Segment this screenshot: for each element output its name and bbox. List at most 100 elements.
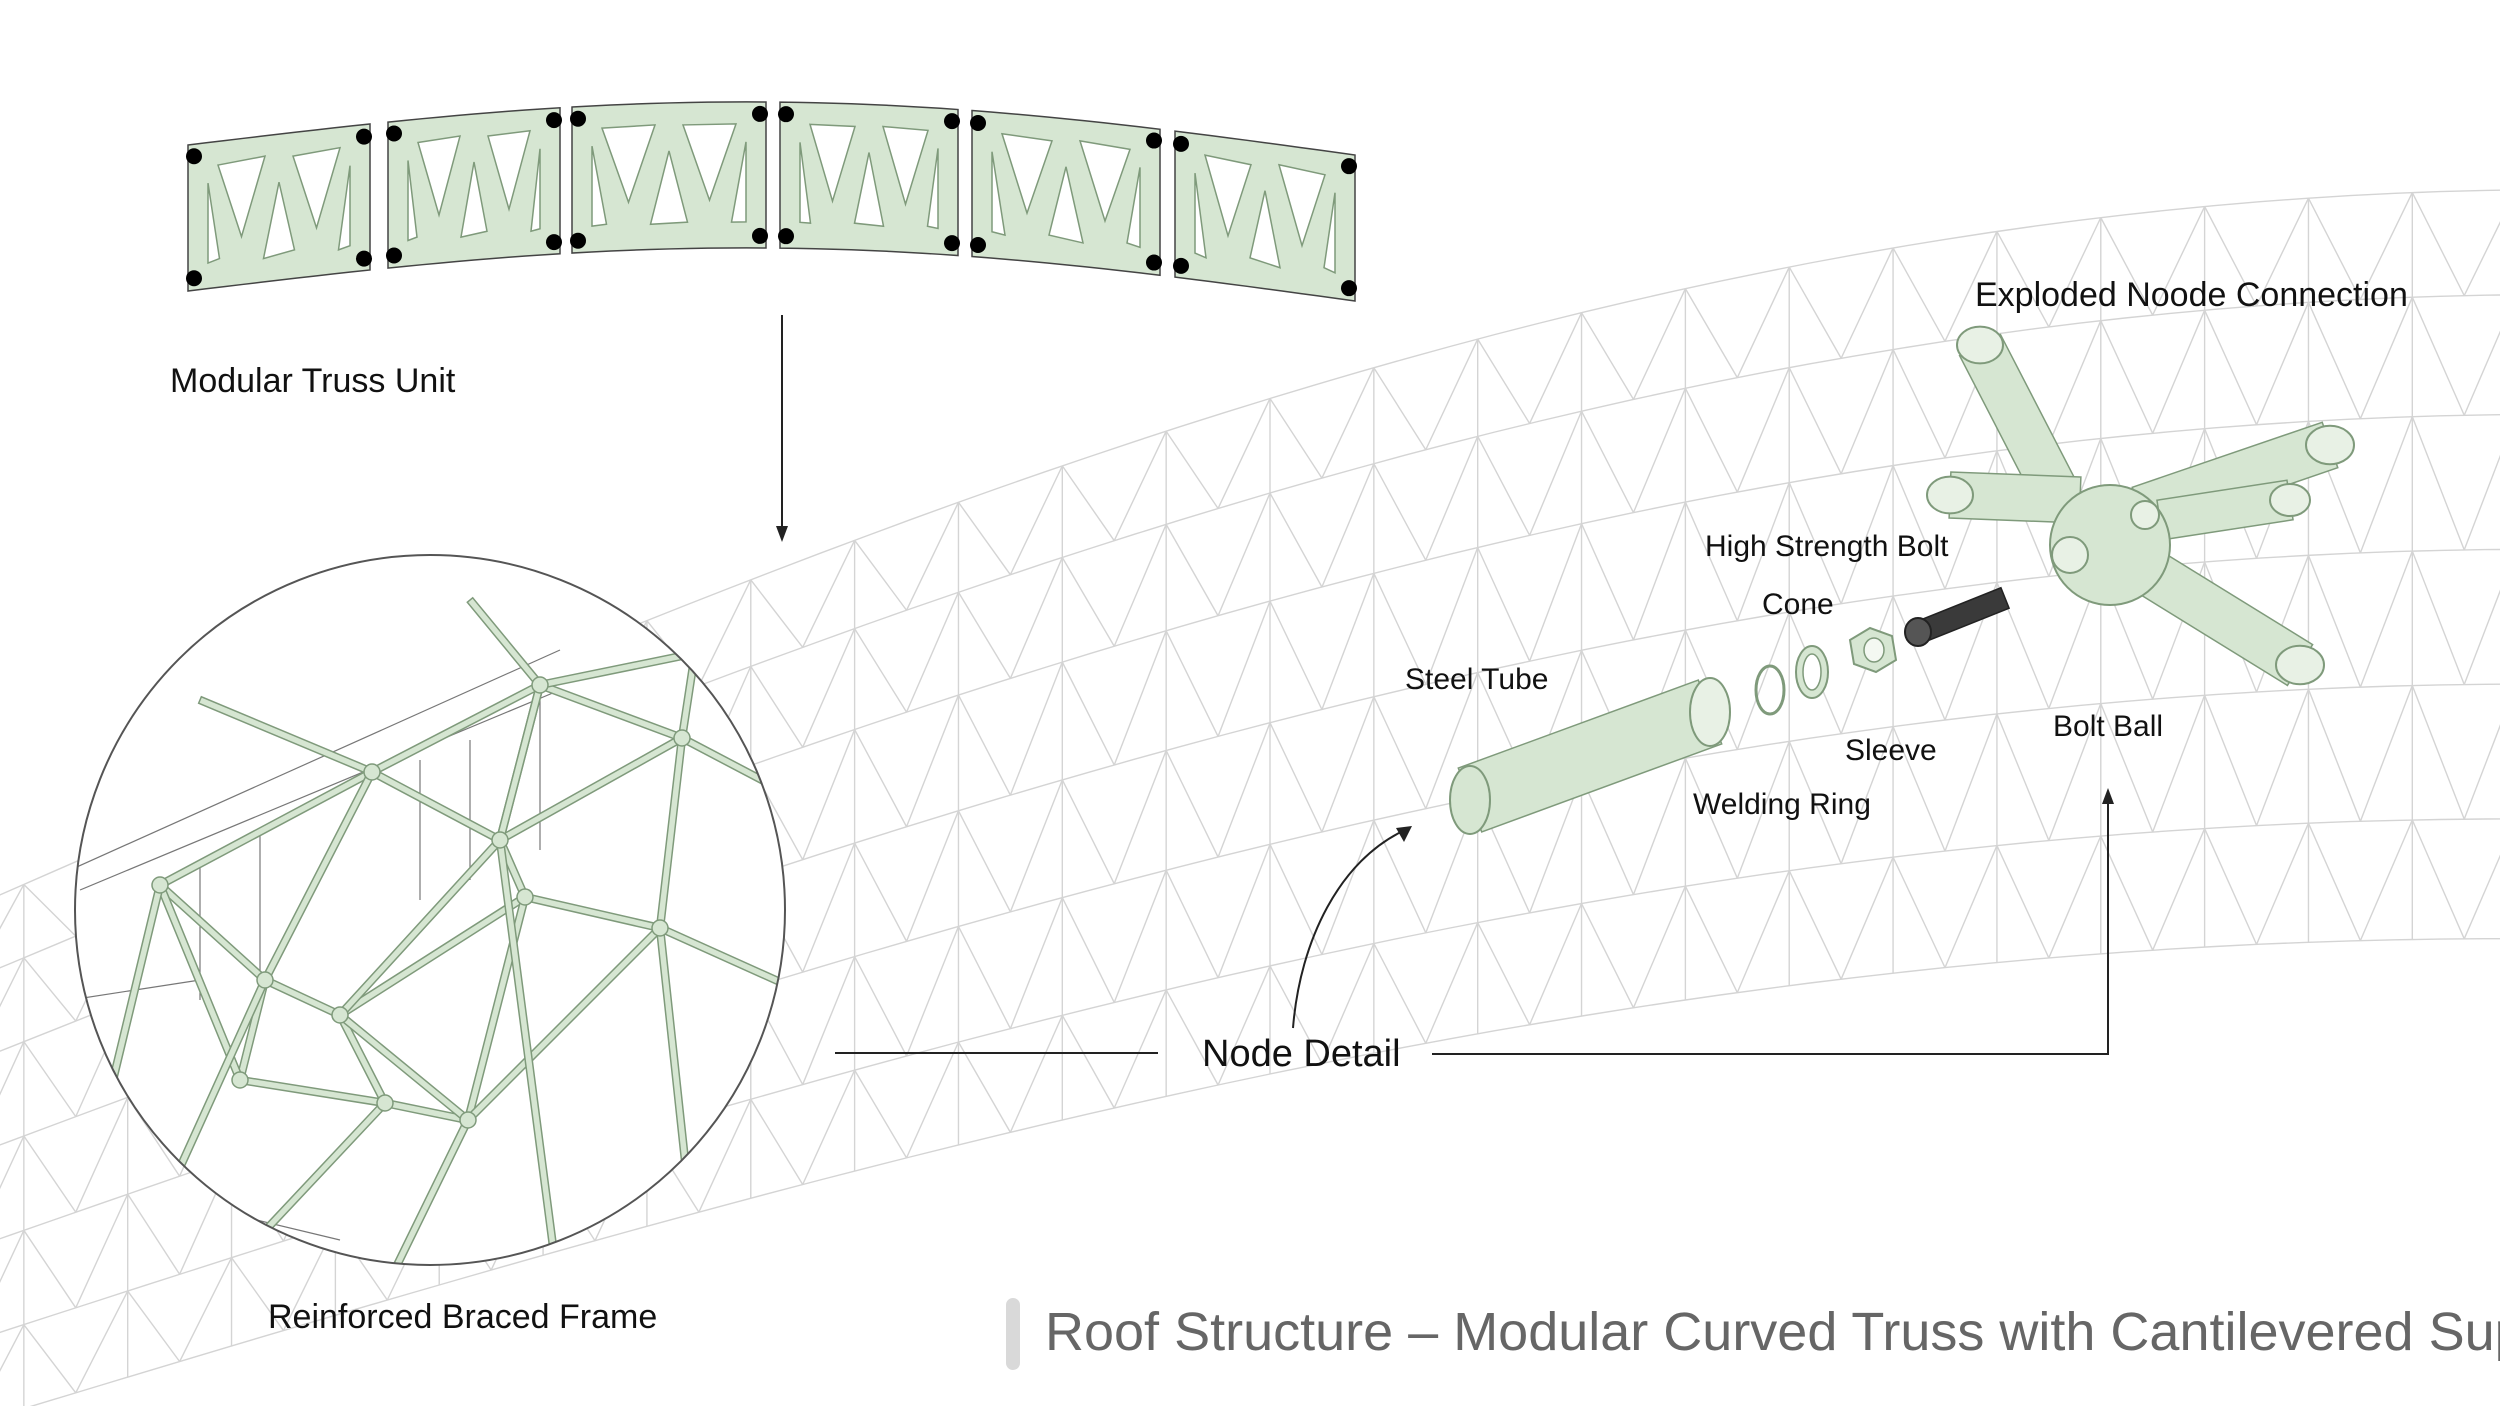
wireframe-brace (1684, 885, 1738, 993)
steel-tube-end (1689, 677, 1731, 747)
wireframe-brace (957, 1041, 1011, 1133)
bolt-ball-elbow-line (1432, 800, 2109, 1055)
wireframe-brace (2203, 695, 2258, 826)
wireframe-brace (23, 1041, 77, 1118)
wireframe-brace (2255, 197, 2310, 307)
wireframe-brace (698, 579, 752, 687)
wireframe-brace (905, 501, 960, 611)
braced-frame-node (491, 831, 509, 849)
wireframe-brace (1425, 436, 1479, 561)
truss-opening (417, 135, 462, 218)
wireframe-brace (905, 1041, 960, 1159)
wireframe-brace (2359, 192, 2413, 300)
wireframe-brace (750, 579, 804, 648)
wireframe-brace (957, 501, 1011, 576)
wireframe-brace (1477, 338, 1531, 424)
truss-node-dot (970, 114, 986, 131)
truss-node-dot (944, 113, 960, 130)
wireframe-brace (1892, 465, 1946, 590)
wireframe-brace (1009, 1015, 1063, 1133)
wireframe-brace (2152, 206, 2206, 316)
wireframe-brace (0, 1135, 25, 1190)
wireframe-brace (1321, 463, 1375, 588)
truss-opening (292, 146, 342, 231)
wireframe-brace (1165, 430, 1219, 509)
wireframe-brace (1165, 869, 1219, 979)
upper-right-tube-end (2305, 424, 2355, 466)
wireframe-brace (75, 1097, 129, 1213)
page-title: Roof Structure – Modular Curved Truss wi… (1045, 1302, 2500, 1362)
wireframe-brace (23, 883, 77, 937)
wireframe-brace (0, 1041, 25, 1096)
wireframe-brace (854, 628, 908, 713)
wireframe-brace (2307, 197, 2362, 300)
sleeve-bore (1863, 637, 1885, 663)
wireframe-brace (23, 1229, 77, 1309)
bolt-head (1904, 617, 1932, 647)
wireframe-brace (1425, 547, 1479, 685)
truss-opening (1126, 167, 1141, 249)
wireframe-brace (854, 539, 908, 611)
braced-frame-detail-circle (74, 554, 786, 1266)
wireframe-brace (1269, 398, 1323, 479)
wireframe-brace (1684, 501, 1738, 622)
braced-frame-node (331, 1006, 349, 1024)
wireframe-brace (2463, 221, 2500, 296)
truss-node-dot (356, 250, 372, 267)
detail-wall-line (79, 689, 561, 891)
wireframe-brace (23, 957, 77, 1022)
wireframe-brace (1996, 713, 2050, 841)
truss-node-dot (752, 227, 768, 244)
truss-opening (337, 165, 351, 251)
wireframe-brace (1996, 231, 2050, 328)
wireframe-brace (1684, 288, 1738, 378)
wireframe-brace (1736, 741, 1790, 879)
truss-opening (217, 155, 267, 240)
braced-frame-node (376, 1094, 394, 1112)
wireframe-brace (2359, 685, 2413, 822)
wireframe-brace (127, 1290, 181, 1362)
wireframe-brace (2463, 589, 2500, 685)
label-reinforced-braced-frame: Reinforced Braced Frame (268, 1298, 658, 1336)
wireframe-brace (1580, 312, 1635, 400)
wireframe-brace (1788, 741, 1842, 864)
label-modular-truss-unit: Modular Truss Unit (170, 362, 456, 400)
wireframe-brace (1217, 492, 1271, 616)
wireframe-brace (905, 926, 960, 1057)
wireframe-brace (1217, 600, 1271, 737)
braced-frame-node (516, 888, 534, 906)
bolt-ball-socket (2130, 500, 2160, 530)
truss-opening (1277, 163, 1326, 249)
wireframe-brace (1113, 750, 1167, 884)
wireframe-brace (1165, 630, 1219, 737)
welding-ring (1754, 664, 1786, 716)
upper-left-tube-end (1956, 325, 2004, 365)
wireframe-brace (1269, 722, 1323, 833)
wireframe-brace (2255, 689, 2310, 826)
truss-node-dot (1173, 135, 1189, 152)
connector-arrows (776, 315, 2114, 1055)
wireframe-brace (957, 694, 1012, 796)
wireframe-brace (1788, 266, 1842, 359)
wireframe-brace (1113, 524, 1167, 647)
wireframe-brace (1009, 465, 1063, 575)
truss-opening (881, 125, 929, 207)
wireframe-brace (1373, 943, 1427, 1044)
braced-frame-node (256, 971, 274, 989)
label-sleeve: Sleeve (1845, 734, 1937, 767)
braced-frame-node (673, 729, 691, 747)
truss-node-dot (970, 236, 986, 253)
wireframe-brace (1944, 713, 1998, 852)
wireframe-brace (1684, 757, 1738, 879)
wireframe-brace (1788, 870, 1842, 980)
wireframe-brace (1217, 398, 1271, 509)
wireframe-brace (1632, 387, 1687, 513)
wireframe-brace (1373, 573, 1427, 685)
wireframe-brace (0, 957, 25, 1008)
wireframe-brace (23, 1324, 77, 1394)
wireframe-brace (1580, 410, 1635, 513)
wireframe-brace (1009, 897, 1063, 1029)
wireframe-brace (127, 1193, 181, 1275)
wireframe-brace (1528, 776, 1583, 914)
truss-node-dot (186, 270, 202, 287)
